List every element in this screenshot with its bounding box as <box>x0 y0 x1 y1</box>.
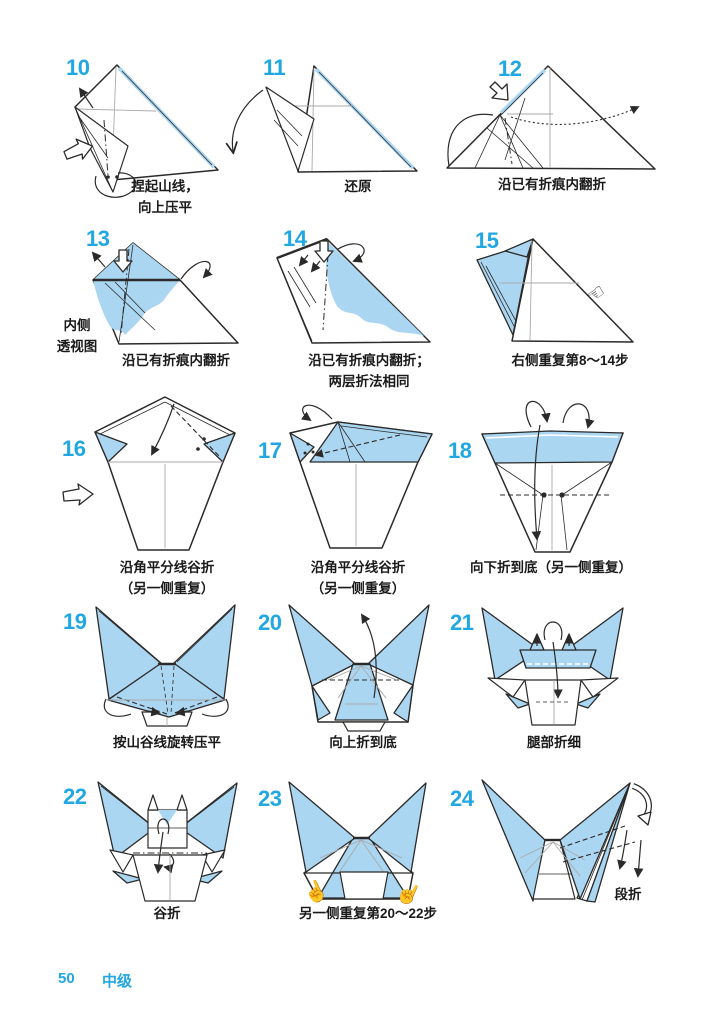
step-19-number: 19 <box>63 609 87 634</box>
fold-arrow-icon <box>298 254 309 267</box>
next-step-arrow-icon <box>62 483 94 506</box>
step-22-caption: 谷折 <box>153 906 181 921</box>
step-13-number: 13 <box>86 226 110 251</box>
step-23-diagram: ☝ ☝ <box>288 781 427 910</box>
step-23-number: 23 <box>258 786 282 811</box>
fold-arrow-icon <box>91 251 106 268</box>
step-15-number: 15 <box>475 228 499 253</box>
unfold-arrow-icon <box>232 89 264 151</box>
step-13-side-label: 内侧 透视图 <box>56 318 98 354</box>
push-arrow-icon <box>63 138 94 160</box>
step-10-caption: 捏起山线， 向上压平 <box>131 179 199 215</box>
step-21-diagram <box>481 607 624 726</box>
wrap-arrow-icon <box>300 404 333 422</box>
step-13-diagram <box>91 242 239 345</box>
step-14-diagram <box>276 237 431 344</box>
step-19-caption: 按山谷线旋转压平 <box>113 735 221 750</box>
pleat-arrow-icon <box>617 829 628 870</box>
step-21-caption: 腿部折细 <box>527 735 581 750</box>
step-14-caption: 沿已有折痕内翻折； 两层折法相同 <box>308 353 430 389</box>
fold-over-arrow-icon <box>510 106 640 125</box>
step-20-caption: 向上折到底 <box>329 735 397 750</box>
fold-down-arrow-icon <box>531 424 542 541</box>
valley-fold-arrow-icon <box>153 831 164 874</box>
wrap-arrow-icon <box>337 243 365 263</box>
step-11-number: 11 <box>263 55 286 80</box>
step-18-number: 18 <box>448 438 472 463</box>
loop-arrow-icon <box>543 621 563 641</box>
step-24-side-caption: 段折 <box>614 887 642 902</box>
step-24-diagram <box>481 779 652 903</box>
step-12-number: 12 <box>498 56 522 81</box>
wrap-arrow-icon <box>180 260 213 280</box>
step-23-caption: 另一侧重复第20～22步 <box>298 906 438 921</box>
step-18-caption: 向下折到底（另一侧重复） <box>470 560 632 575</box>
rotate-arrow-icon <box>147 706 161 717</box>
press-arrow-icon <box>314 240 334 263</box>
push-arrow-icon <box>489 81 509 101</box>
step-17-caption: 沿角平分线谷折 （另一侧重复） <box>310 560 406 596</box>
fold-arrow-icon <box>310 260 321 273</box>
step-14-number: 14 <box>283 226 307 251</box>
page-level-label: 中级 <box>102 973 133 990</box>
step-16-number: 16 <box>62 436 86 461</box>
pleat-arrow-icon <box>633 839 644 878</box>
step-24-number: 24 <box>450 786 474 811</box>
step-16-caption: 沿角平分线谷折 （另一侧重复） <box>119 560 215 596</box>
step-13-caption: 沿已有折痕内翻折 <box>122 353 230 368</box>
fold-arrow-icon <box>78 87 94 109</box>
step-17-diagram <box>289 404 433 549</box>
turn-arrow-icon <box>637 811 652 826</box>
fold-up-arrow-icon <box>360 613 377 699</box>
hook-arrow-icon <box>163 853 175 874</box>
step-12-caption: 沿已有折痕内翻折 <box>498 177 606 192</box>
step-19-diagram <box>95 604 236 727</box>
loop-arrow-icon <box>157 818 170 835</box>
step-12-diagram <box>446 65 656 170</box>
step-11-caption: 还原 <box>344 179 372 194</box>
step-11-diagram <box>230 65 418 173</box>
step-21-number: 21 <box>450 610 474 635</box>
roll-arrow-icon <box>562 403 595 429</box>
step-15-diagram: ☜ <box>476 238 634 343</box>
rotate-arrow-icon <box>175 706 189 717</box>
valley-fold-arrow-icon <box>151 403 175 456</box>
step-22-diagram <box>97 781 238 902</box>
step-10-number: 10 <box>66 55 90 80</box>
step-18-diagram <box>481 400 624 553</box>
step-20-number: 20 <box>258 610 282 635</box>
step-22-number: 22 <box>63 784 87 809</box>
page-number: 50 <box>58 970 75 987</box>
step-10-diagram <box>63 64 219 198</box>
press-arrow-icon <box>113 249 133 273</box>
step-15-caption: 右侧重复第8～14步 <box>511 353 629 368</box>
roll-arrow-icon <box>525 400 551 428</box>
step-20-diagram <box>288 604 430 732</box>
step-16-diagram <box>62 396 236 551</box>
step-17-number: 17 <box>258 438 282 463</box>
fold-down-arrow-icon <box>552 641 563 699</box>
